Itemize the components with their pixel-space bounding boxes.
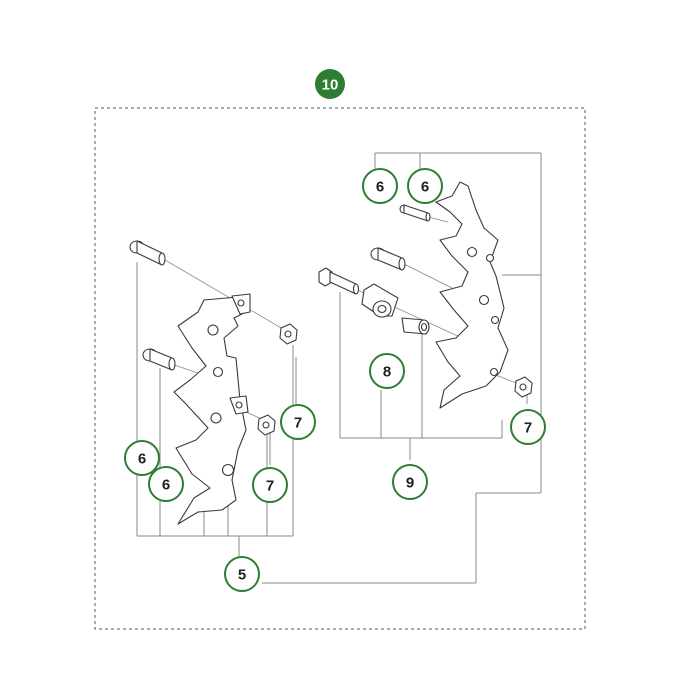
callout-right-6b[interactable]: 6 xyxy=(407,168,443,204)
left-nut-upper[interactable] xyxy=(279,323,298,345)
callout-label: 9 xyxy=(406,475,414,492)
callout-left-7b[interactable]: 7 xyxy=(252,467,288,503)
callout-label: 5 xyxy=(238,567,246,584)
left-assembly xyxy=(129,240,298,525)
right-pin-upper[interactable] xyxy=(399,204,431,222)
kit-badge-label: 10 xyxy=(322,77,339,94)
kit-boundary xyxy=(94,107,586,630)
callout-right-6a[interactable]: 6 xyxy=(362,168,398,204)
callout-label: 6 xyxy=(376,179,384,196)
callout-left-6a[interactable]: 6 xyxy=(124,440,160,476)
left-nut-lower[interactable] xyxy=(257,414,276,436)
right-nut[interactable] xyxy=(514,376,533,398)
left-bolt-upper[interactable] xyxy=(129,240,166,266)
callout-right-7[interactable]: 7 xyxy=(510,409,546,445)
callout-left-assembly[interactable]: 5 xyxy=(224,556,260,592)
right-spacer-sleeve[interactable] xyxy=(361,283,399,318)
right-bolt-long[interactable] xyxy=(318,267,360,295)
callouts: 6 6 7 7 5 6 6 8 xyxy=(124,168,546,592)
right-bushing[interactable] xyxy=(401,317,430,335)
callout-label: 6 xyxy=(421,179,429,196)
callout-label: 7 xyxy=(266,478,274,495)
right-assembly xyxy=(318,181,533,409)
callout-label: 6 xyxy=(162,477,170,494)
left-bolt-lower[interactable] xyxy=(142,348,176,371)
callout-label: 8 xyxy=(383,364,391,381)
right-bolt-upper[interactable] xyxy=(370,247,406,271)
callout-left-6b[interactable]: 6 xyxy=(148,466,184,502)
right-bumper-spike-plate[interactable] xyxy=(435,181,509,409)
callout-label: 6 xyxy=(138,451,146,468)
callout-right-8[interactable]: 8 xyxy=(369,353,405,389)
callout-right-assembly[interactable]: 9 xyxy=(392,464,428,500)
callout-left-7a[interactable]: 7 xyxy=(280,404,316,440)
callout-label: 7 xyxy=(524,420,532,437)
kit-badge[interactable]: 10 xyxy=(315,69,345,99)
callout-label: 7 xyxy=(294,415,302,432)
